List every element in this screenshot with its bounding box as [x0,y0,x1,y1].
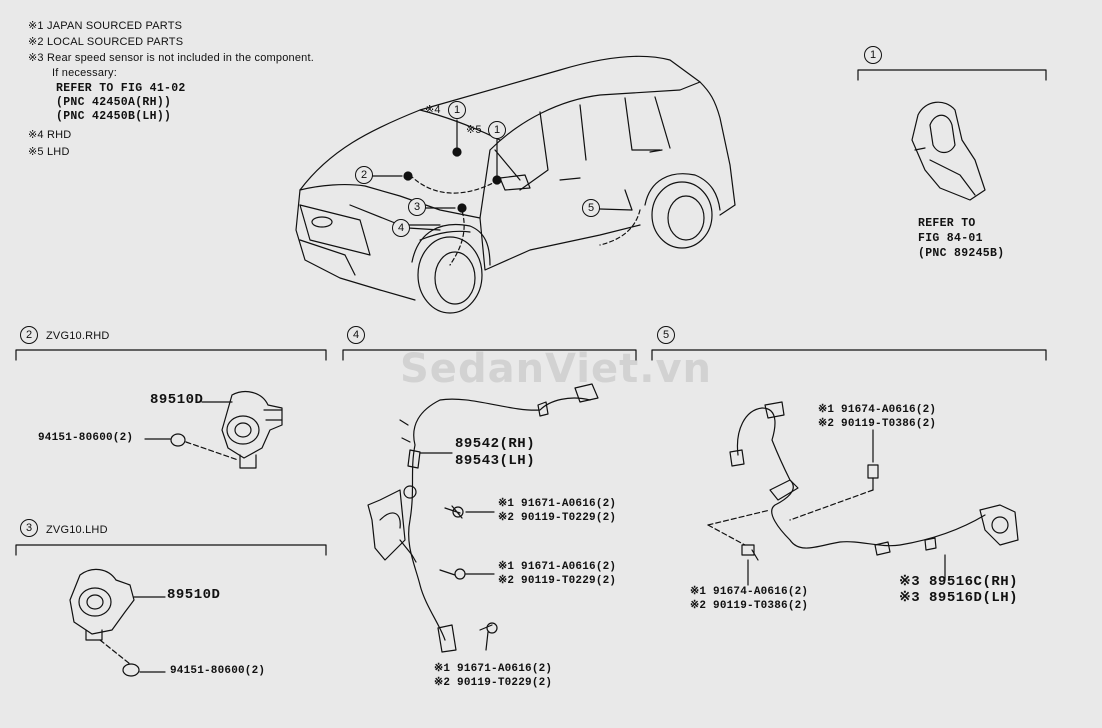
section-5-number: 5 [657,326,675,344]
callout-1-rhd: 1 [448,101,466,119]
vehicle-illustration [295,55,736,314]
note-rear-speed-sensor: ※3 Rear speed sensor is not included in … [28,52,315,64]
part-1-drawing [911,101,986,201]
bolt-3-local-label: ※2 90119-T0229(2) [434,677,553,689]
watermark: SedanViet.vn [400,346,712,392]
note-refer-fig: REFER TO FIG 41-02 [56,82,186,95]
part-89510D-lhd-drawing [69,568,140,677]
note-lhd: ※5 LHD [28,146,70,158]
rear-bolt-1-jp-label: ※1 91674-A0616(2) [818,404,937,416]
part-89542-rh-label: 89542(RH) [455,436,536,452]
part-89510D-rhd-label: 89510D [150,392,204,408]
callout-5: 5 [582,199,600,217]
section-3-title: ZVG10.LHD [46,524,108,536]
callout-1-lhd: 1 [488,121,506,139]
note-pnc-lh: (PNC 42450B(LH)) [56,110,172,123]
part-89543-lh-label: 89543(LH) [455,453,536,469]
note-rhd: ※4 RHD [28,129,72,141]
washer-lhd-label: 94151-80600(2) [170,665,266,677]
part-89516D-lh-label: ※3 89516D(LH) [899,590,1019,606]
note-pnc-rh: (PNC 42450A(RH)) [56,96,172,109]
part-89510D-lhd-label: 89510D [167,587,221,603]
part-89516C-rh-label: ※3 89516C(RH) [899,574,1019,590]
part-89542-89543-drawing [367,383,599,653]
bolt-1-jp-label: ※1 91671-A0616(2) [498,498,617,510]
callout-4: 4 [392,219,410,237]
bolt-2-local-label: ※2 90119-T0229(2) [498,575,617,587]
section-1-number: 1 [864,46,882,64]
bolt-3-jp-label: ※1 91671-A0616(2) [434,663,553,675]
ref1-pnc: (PNC 89245B) [918,247,1005,260]
note-local-sourced: ※2 LOCAL SOURCED PARTS [28,36,184,48]
note-if-necessary: If necessary: [52,67,117,79]
section-3-number: 3 [20,519,38,537]
rear-bolt-1-local-label: ※2 90119-T0386(2) [818,418,937,430]
rear-bolt-2-jp-label: ※1 91674-A0616(2) [690,586,809,598]
callout-3: 3 [408,198,426,216]
rear-bolt-2-local-label: ※2 90119-T0386(2) [690,600,809,612]
section-2-title: ZVG10.RHD [46,330,110,342]
callout-2: 2 [355,166,373,184]
part-89516C-89516D-drawing [707,401,1019,561]
bolt-2-jp-label: ※1 91671-A0616(2) [498,561,617,573]
washer-rhd-label: 94151-80600(2) [38,432,134,444]
callout-lhd-mark: ※5 [466,124,482,136]
section-4-number: 4 [347,326,365,344]
bolt-1-local-label: ※2 90119-T0229(2) [498,512,617,524]
part-89510D-rhd-drawing [170,391,283,469]
section-2-number: 2 [20,326,38,344]
ref1-fig: FIG 84-01 [918,232,983,245]
ref1-refer-to: REFER TO [918,217,976,230]
note-japan-sourced: ※1 JAPAN SOURCED PARTS [28,20,183,32]
callout-rhd-mark: ※4 [425,104,441,116]
